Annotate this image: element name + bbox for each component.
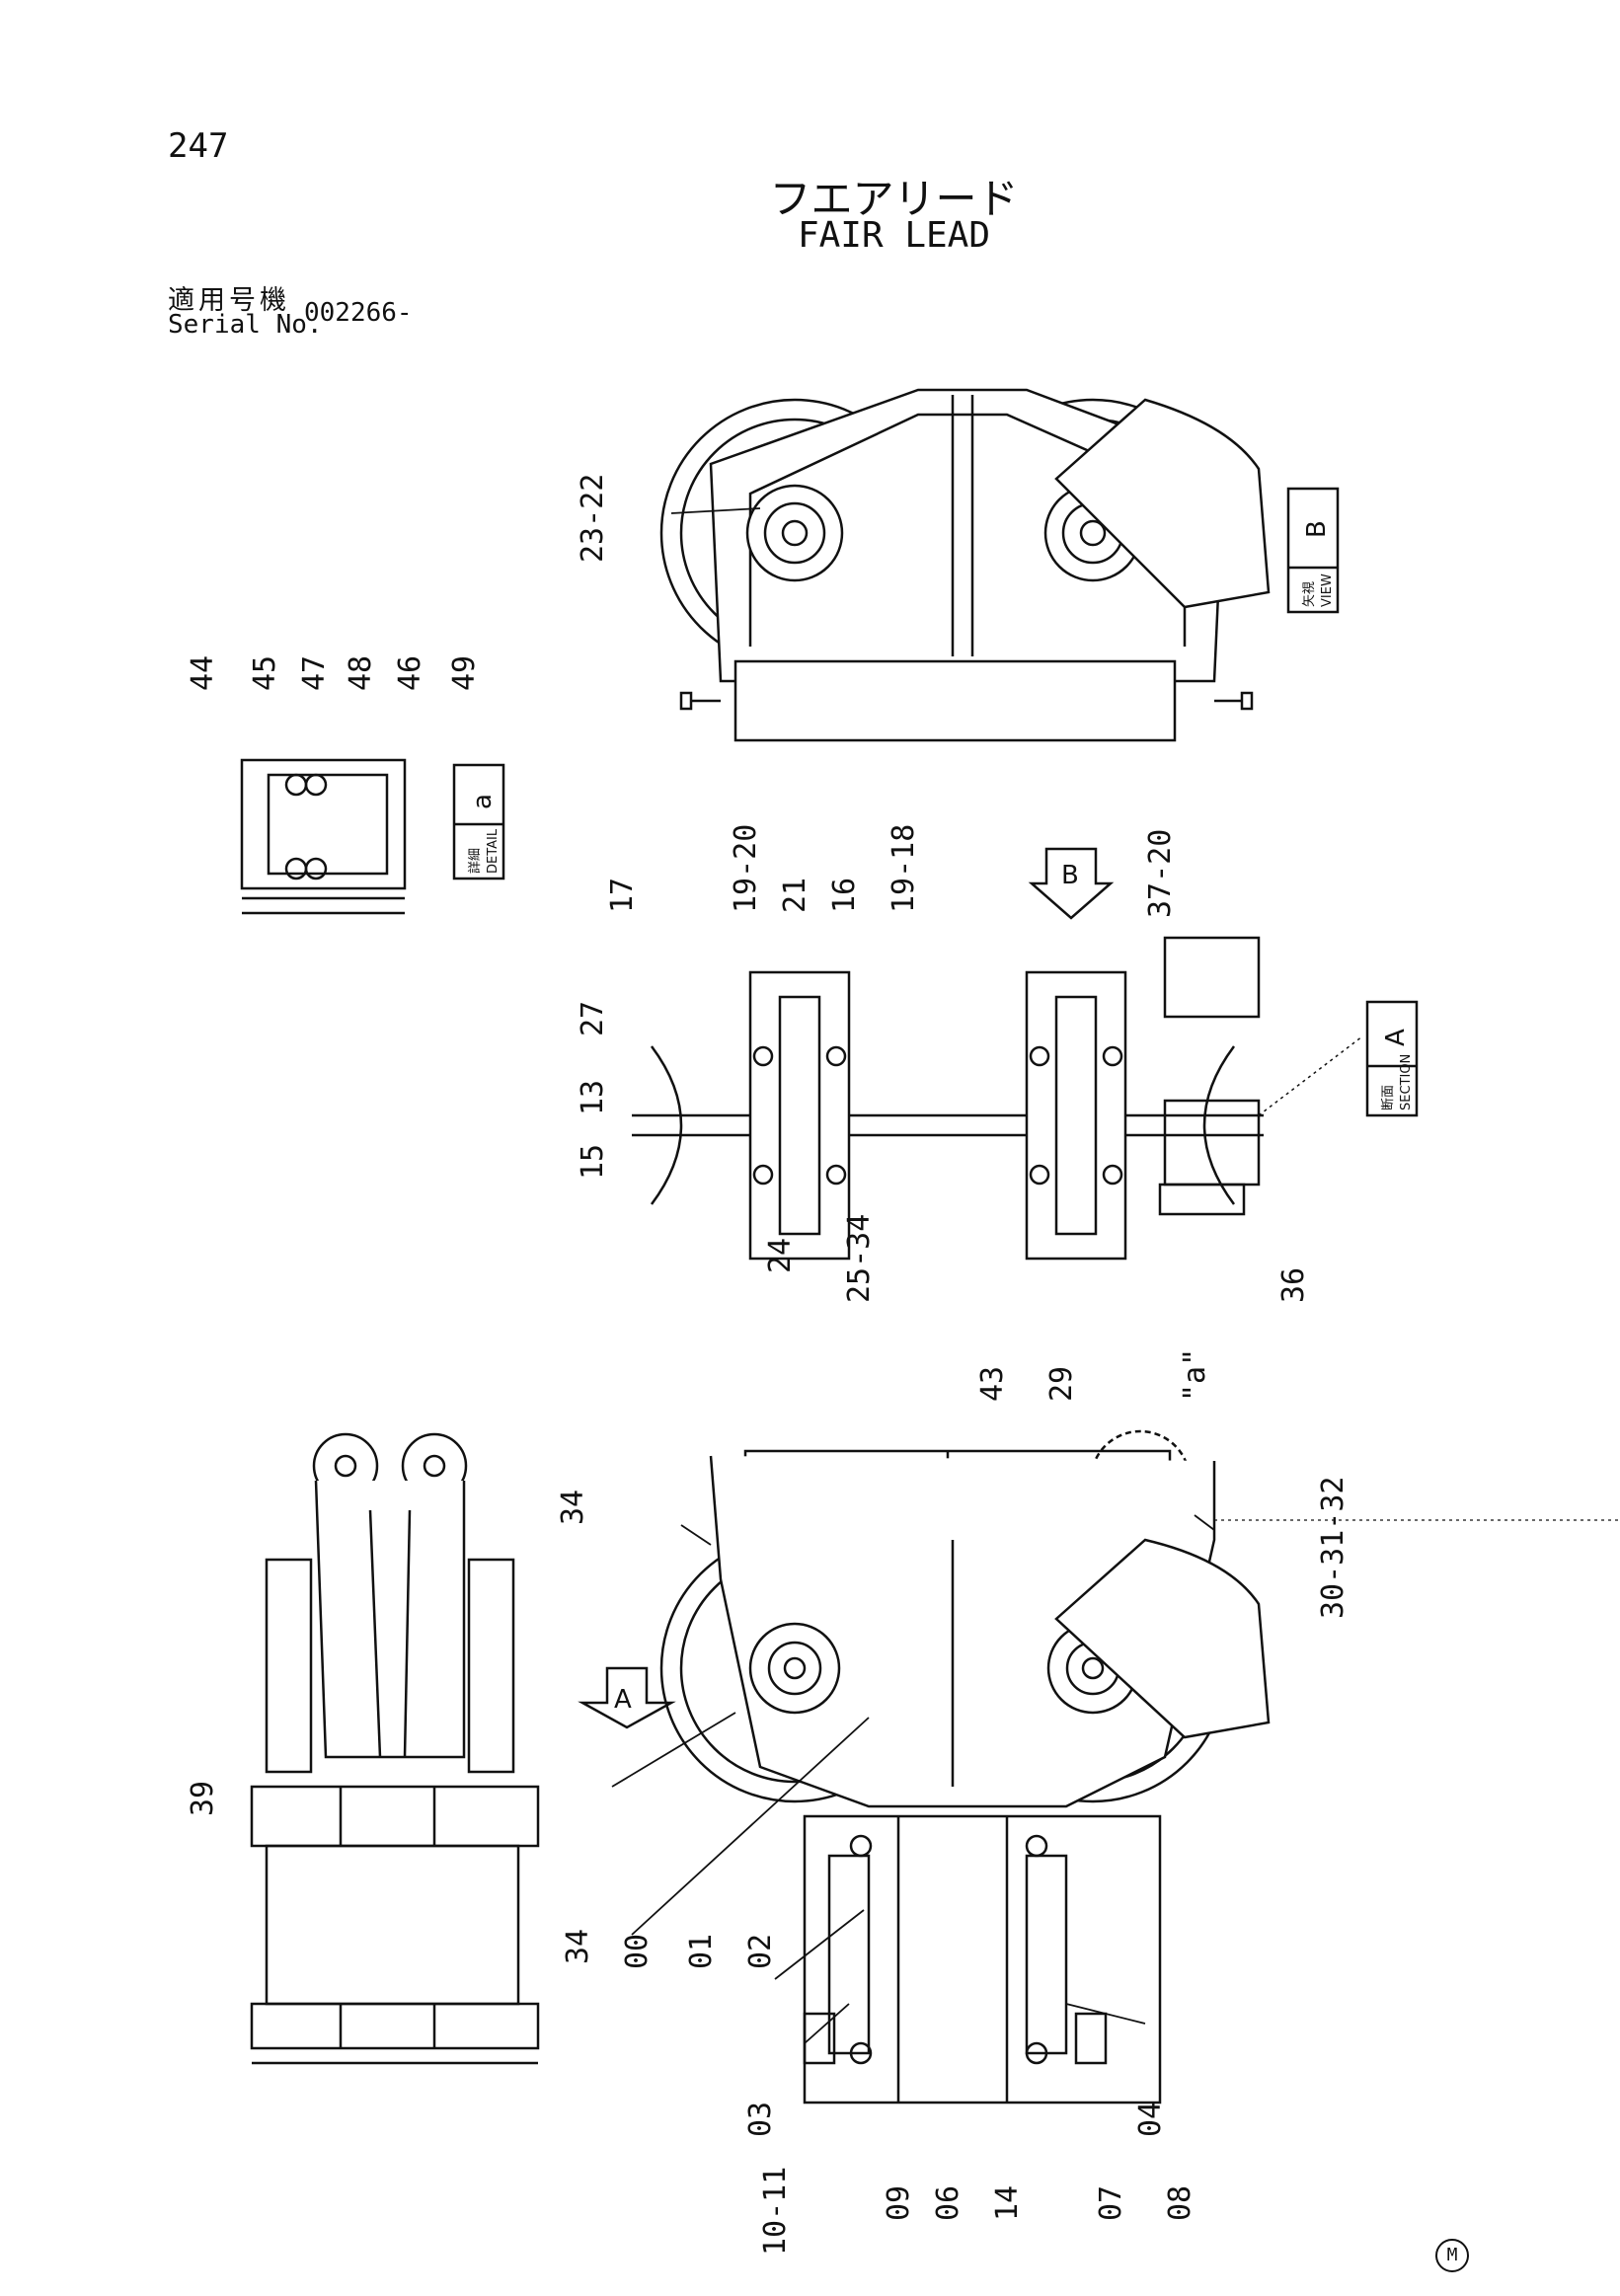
callout-48: 48 — [344, 655, 378, 691]
view-b-en: VIEW — [1320, 574, 1335, 607]
leader-lines — [611, 507, 1215, 2044]
callout-19-20: 19-20 — [729, 824, 763, 913]
callout-46: 46 — [393, 655, 427, 691]
roller-bar — [733, 659, 1177, 742]
detail-a-drawing — [240, 758, 407, 915]
side-block-bottom — [1163, 1099, 1261, 1186]
view-b-tag — [1286, 487, 1340, 614]
callout-a: "a" — [1178, 1348, 1212, 1402]
detail-a-tag — [452, 763, 505, 880]
bearing-housing-right — [1025, 970, 1127, 1261]
side-block-top — [1163, 936, 1261, 1019]
bearing-housing-left — [748, 970, 851, 1261]
serial-label-english: Serial No. — [168, 310, 323, 340]
callout-49: 49 — [447, 655, 482, 691]
section-a-en: SECTION — [1399, 1054, 1414, 1110]
callout-43: 43 — [975, 1366, 1010, 1402]
callout-01: 01 — [684, 1934, 719, 1969]
callout-09: 09 — [882, 2185, 916, 2221]
view-b-jp: 矢視 — [1302, 581, 1317, 607]
callout-08: 08 — [1163, 2185, 1197, 2221]
callout-10-11: 10-11 — [758, 2167, 793, 2256]
section-a-jp: 断面 — [1381, 1085, 1396, 1110]
callout-13: 13 — [576, 1080, 610, 1115]
front-view-drawing — [659, 1429, 1271, 2105]
lower-collar — [250, 2002, 540, 2050]
view-b-drawing — [659, 388, 1271, 742]
arrow-b — [1028, 847, 1115, 920]
title-english: FAIR LEAD — [797, 215, 991, 256]
callout-06: 06 — [931, 2185, 965, 2221]
arrow-a — [578, 1666, 676, 1729]
section-a-tag — [1365, 1000, 1419, 1117]
callout-44: 44 — [186, 655, 220, 691]
callout-34-top: 34 — [556, 1490, 590, 1525]
callout-21: 21 — [778, 878, 812, 913]
callout-37-20: 37-20 — [1143, 829, 1178, 918]
detail-a-jp: 詳細 — [467, 848, 483, 874]
callout-17: 17 — [605, 878, 640, 913]
manufacturer-mark: M — [1435, 2239, 1469, 2272]
serial-number-value: 002266- — [304, 298, 413, 328]
section-a-drawing — [632, 936, 1264, 1261]
base-cylinder — [265, 1844, 520, 2006]
callout-00: 00 — [620, 1934, 655, 1969]
callout-25-34: 25-34 — [842, 1214, 877, 1303]
view-b-letter: B — [1302, 520, 1332, 538]
upper-collar — [250, 1785, 540, 1848]
cover-plate — [1054, 398, 1271, 609]
callout-16: 16 — [827, 878, 862, 913]
callout-07: 07 — [1094, 2185, 1128, 2221]
callout-45: 45 — [248, 655, 282, 691]
title-japanese: フエアリード — [769, 175, 1019, 223]
callout-39: 39 — [186, 1781, 220, 1816]
callout-34-left: 34 — [561, 1929, 595, 1964]
hub-left — [745, 484, 844, 582]
serial-label-japanese: 適用号機 — [168, 285, 290, 316]
callout-27: 27 — [576, 1001, 610, 1036]
callout-02: 02 — [743, 1934, 778, 1969]
callout-04: 04 — [1133, 2102, 1168, 2137]
detail-a-en: DETAIL — [486, 828, 501, 874]
arrow-b-letter: B — [1061, 861, 1079, 890]
callout-03: 03 — [743, 2102, 778, 2137]
base-housing — [803, 1814, 1162, 2105]
callout-47: 47 — [297, 655, 332, 691]
section-a-letter: A — [1381, 1029, 1411, 1046]
detail-a-letter: a — [468, 794, 498, 809]
callout-24: 24 — [763, 1238, 798, 1273]
page-number: 247 — [168, 126, 229, 166]
arrow-a-letter: A — [614, 1685, 632, 1715]
callout-36: 36 — [1276, 1267, 1311, 1303]
callout-30-31-32: 30-31-32 — [1316, 1477, 1350, 1620]
callout-19-18: 19-18 — [887, 824, 921, 913]
callout-15: 15 — [576, 1144, 610, 1180]
callout-14: 14 — [990, 2185, 1025, 2221]
callout-29: 29 — [1044, 1366, 1079, 1402]
callout-23-22: 23-22 — [576, 474, 610, 563]
side-view-drawing — [250, 1432, 540, 2065]
